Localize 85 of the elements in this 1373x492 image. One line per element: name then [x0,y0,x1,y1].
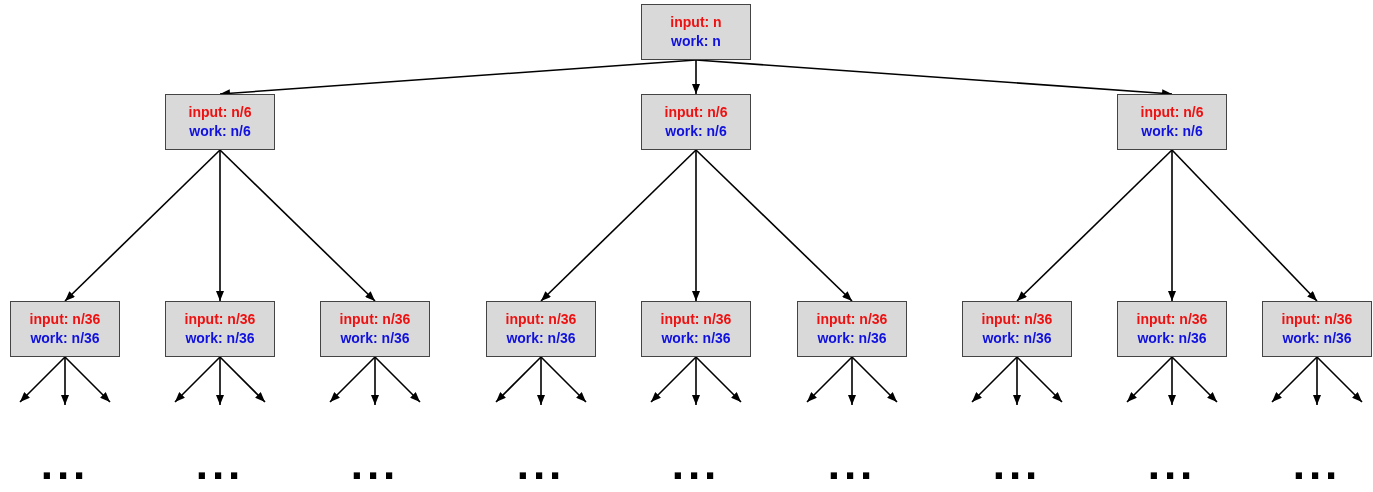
ellipsis: ... [195,442,245,486]
node-text: input: n/36 [816,310,888,329]
process-box [1117,94,1227,150]
node-text: work: n/36 [661,329,731,348]
arrow [1016,356,1063,403]
arrow [64,356,111,403]
node-text: work: n/36 [817,329,887,348]
process-box [1117,301,1227,357]
node-text: input: n/36 [184,310,256,329]
node-text: work: n/36 [1282,329,1352,348]
arrow [692,149,700,302]
arrow [64,149,221,302]
arrow [692,356,700,406]
ellipsis: ... [350,442,400,486]
arrow [216,356,224,406]
arrow [1171,149,1318,302]
ellipsis: ... [827,442,877,486]
arrow [19,356,66,403]
arrow [695,149,853,302]
node-text: input: n/36 [660,310,732,329]
node-text: input: n/36 [1281,310,1353,329]
process-box [10,301,120,357]
node-text: input: n/36 [339,310,411,329]
node-text: work: n/36 [506,329,576,348]
process-box [1262,301,1372,357]
arrow [848,356,856,406]
arrow [1016,149,1173,302]
process-box [486,301,596,357]
arrow [650,356,697,403]
arrow [374,356,421,403]
arrow [329,356,376,403]
node-text: work: n [671,32,721,51]
arrow [806,356,853,403]
node-text: input: n/36 [981,310,1053,329]
ellipsis: ... [992,442,1042,486]
arrow [1168,149,1176,302]
node-text: work: n/6 [665,122,727,141]
node-text: work: n/36 [340,329,410,348]
arrow [695,356,742,403]
arrow [174,356,221,403]
arrow [692,59,700,95]
process-box [641,94,751,150]
arrow [219,356,266,403]
process-box [797,301,907,357]
process-box [641,4,751,60]
ellipsis: ... [1147,442,1197,486]
arrow [216,149,224,302]
node-text: input: n/6 [664,103,728,122]
arrow [1126,356,1173,403]
arrow [1013,356,1021,406]
arrow [540,356,587,403]
process-box [165,94,275,150]
arrow [219,149,376,302]
arrow [371,356,379,406]
node-text: work: n/36 [982,329,1052,348]
node-text: work: n/36 [185,329,255,348]
process-box [962,301,1072,357]
ellipsis: ... [1292,442,1342,486]
arrow [61,356,69,406]
node-text: input: n/6 [188,103,252,122]
ellipsis: ... [671,442,721,486]
arrow [851,356,898,403]
node-text: work: n/6 [1141,122,1203,141]
node-text: work: n/36 [30,329,100,348]
node-text: input: n/6 [1140,103,1204,122]
node-text: input: n [670,13,722,32]
node-text: input: n/36 [1136,310,1208,329]
process-box [641,301,751,357]
node-text: work: n/6 [189,122,251,141]
arrow [540,149,697,302]
arrow [1171,356,1218,403]
arrow [971,356,1018,403]
node-text: work: n/36 [1137,329,1207,348]
process-box [320,301,430,357]
arrow [1271,356,1318,403]
node-text: input: n/36 [505,310,577,329]
arrow [1313,356,1321,406]
node-text: input: n/36 [29,310,101,329]
process-box [165,301,275,357]
ellipsis: ... [40,442,90,486]
arrow [537,356,545,406]
arrow [1316,356,1363,403]
arrow [1168,356,1176,406]
arrow [495,356,542,403]
ellipsis: ... [516,442,566,486]
